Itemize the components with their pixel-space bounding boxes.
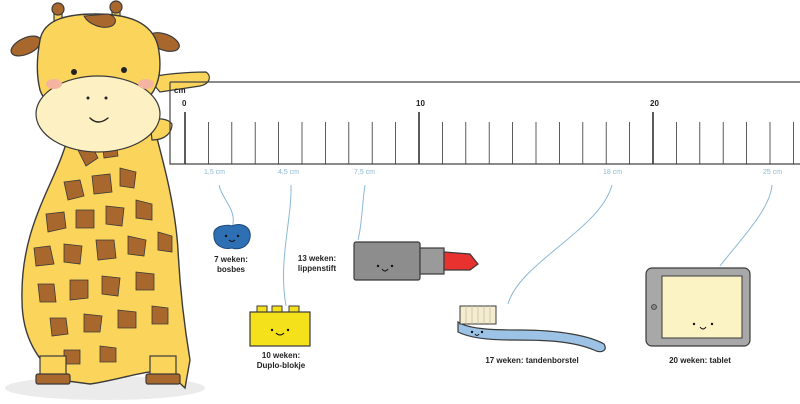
caption-lipstick-object: lippenstift (297, 264, 337, 273)
caption-duplo-object: Duplo-blokje (256, 361, 306, 370)
blueberry-icon (213, 224, 251, 250)
tablet-icon (645, 267, 751, 347)
ruler-label-0: 0 (182, 99, 187, 108)
ruler-label-20: 20 (650, 99, 659, 108)
size-label-toothbrush: 18 cm (603, 169, 623, 176)
duplo-block-icon (249, 305, 311, 347)
leader-lines (218, 184, 773, 307)
size-label-blueberry: 1,5 cm (204, 169, 226, 176)
lipstick-icon (353, 241, 479, 281)
caption-toothbrush: 17 weken: tandenborstel (462, 356, 602, 366)
caption-tablet: 20 weken: tablet (640, 356, 760, 366)
ruler-label-10: 10 (416, 99, 425, 108)
caption-duplo: 10 weken: Duplo-blokje (236, 351, 326, 371)
caption-toothbrush-weeks: 17 weken: tandenborstel (485, 356, 579, 365)
size-label-tablet: 25 cm (763, 169, 783, 176)
caption-blueberry-weeks: 7 weken: (214, 255, 248, 264)
caption-duplo-weeks: 10 weken: (261, 351, 301, 360)
caption-tablet-weeks: 20 weken: tablet (669, 356, 731, 365)
size-label-lipstick: 7,5 cm (354, 169, 376, 176)
size-label-duplo: 4,5 cm (278, 169, 300, 176)
caption-blueberry: 7 weken: bosbes (186, 255, 276, 275)
caption-blueberry-object: bosbes (216, 265, 245, 274)
toothbrush-icon (457, 305, 606, 353)
ruler-unit-label: cm (174, 86, 186, 95)
ruler (169, 81, 800, 165)
caption-lipstick-weeks: 13 weken: (297, 254, 337, 263)
ruler-ticks (184, 112, 794, 164)
caption-lipstick: 13 weken: lippenstift (282, 254, 352, 274)
giraffe-illustration (10, 0, 210, 390)
